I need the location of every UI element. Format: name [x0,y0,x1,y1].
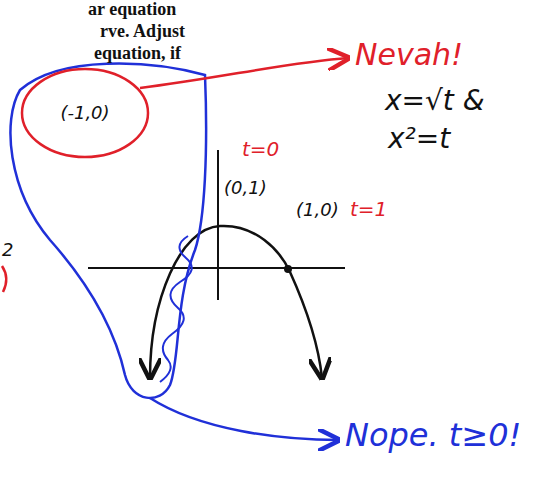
x-axis [88,267,345,269]
red-note: Nevah! [355,38,463,71]
point-label: (0,1) [224,178,267,198]
blue-arrow [150,398,338,440]
blue-loop [10,64,206,398]
red-mark [2,266,6,292]
blue-note: Nope. t≥0! [345,418,521,453]
margin-mark: 2 [2,240,13,260]
point-label: (1,0) [296,200,339,220]
parameter-label: t=0 [242,138,279,160]
blue-squiggle [160,236,192,382]
equation-note: x=√t & [385,86,485,117]
point-dot [284,265,292,273]
printed-text: equation, if [94,44,181,64]
printed-text: ar equation [88,0,176,20]
printed-text: rve. Adjust [100,22,185,42]
red-circle: (-1,0) [20,67,150,159]
equation-note: x²=t [388,124,450,155]
point-label: (-1,0) [60,103,109,123]
parameter-label: t=1 [350,198,387,220]
